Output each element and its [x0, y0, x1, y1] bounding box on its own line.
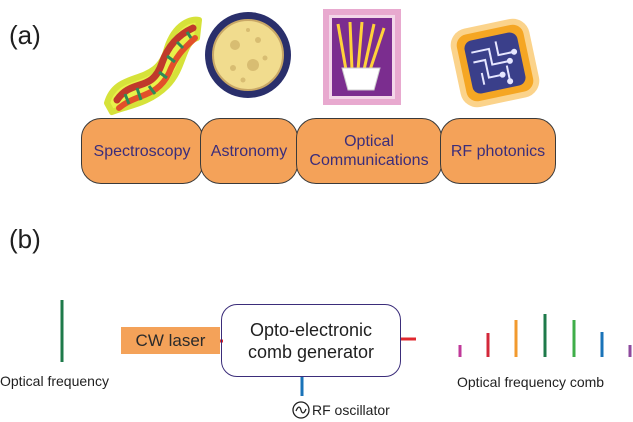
- application-rf-photonics: RF photonics: [440, 118, 556, 184]
- application-spectroscopy: Spectroscopy: [81, 118, 203, 184]
- rf-oscillator-label: RF oscillator: [312, 402, 390, 418]
- moon-icon: [205, 12, 291, 98]
- panel-label-a: (a): [9, 20, 41, 50]
- output-caption: Optical frequency comb: [457, 374, 605, 390]
- cw-laser-box: CW laser: [121, 327, 220, 354]
- rf-oscillator-icon: [292, 401, 310, 419]
- panel-label-b: (b): [9, 224, 41, 254]
- input-caption: Optical frequency: [0, 373, 109, 389]
- dna-icon: [104, 16, 202, 115]
- application-astronomy: Astronomy: [200, 118, 298, 184]
- fiber-optics-icon: [323, 9, 401, 105]
- circuit-chip-icon: [450, 18, 540, 108]
